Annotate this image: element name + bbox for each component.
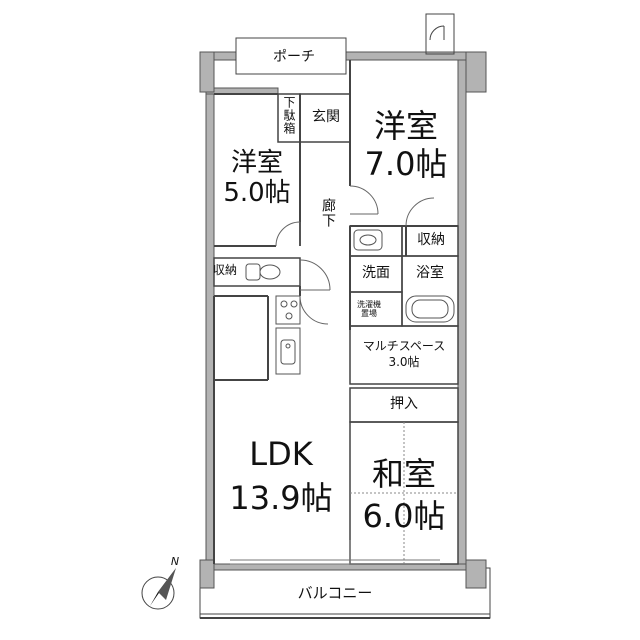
washitsu-size: 6.0帖 <box>362 497 446 535</box>
outer-walls <box>199 51 487 589</box>
hallway-label: 廊下 <box>320 198 336 228</box>
storage-right-label: 収納 <box>417 232 445 248</box>
western-large-size: 7.0帖 <box>364 145 448 183</box>
north-arrow-icon <box>141 568 176 610</box>
kitchen-sink-icon <box>275 327 301 375</box>
balcony-label: バルコニー <box>297 584 373 602</box>
ldk-name: LDK <box>249 435 313 473</box>
multi-space-name: マルチスペース <box>362 339 446 353</box>
western-large-name: 洋室 <box>373 107 438 145</box>
service-door <box>425 13 455 55</box>
bathroom-label: 浴室 <box>416 265 444 281</box>
porch-area <box>235 37 347 75</box>
western-small-size: 5.0帖 <box>223 178 291 208</box>
genkan-label: 玄関 <box>312 109 340 125</box>
tatami-lines <box>350 422 458 564</box>
laundry-label: 洗濯機置場 <box>357 300 381 318</box>
ldk-size: 13.9帖 <box>229 479 333 517</box>
washitsu-label: 和室 6.0帖 <box>352 458 456 532</box>
stove-icon <box>275 295 301 325</box>
sliding-doors <box>230 559 440 565</box>
compass-north-label: N <box>170 555 180 568</box>
balcony-area <box>199 567 491 619</box>
bathtub-icon <box>405 295 455 323</box>
western-large-label: 洋室 7.0帖 <box>356 110 456 180</box>
ldk-label: LDK 13.9帖 <box>214 438 348 514</box>
storage-left-label: 収納 <box>212 263 237 277</box>
western-small-name: 洋室 <box>230 148 283 178</box>
washroom-label: 洗面 <box>362 265 390 281</box>
multi-space-size: 3.0帖 <box>388 355 420 369</box>
western-small-label: 洋室 5.0帖 <box>214 150 300 206</box>
interior-walls <box>213 60 459 565</box>
washitsu-name: 和室 <box>371 455 436 493</box>
oshiire-label: 押入 <box>390 396 418 412</box>
porch-label: ポーチ <box>273 49 315 65</box>
multi-space-label: マルチスペース 3.0帖 <box>350 340 458 368</box>
toilet-icon <box>245 263 281 281</box>
getabako-label: 下駄箱 <box>282 96 296 135</box>
washbasin-icon <box>353 229 383 251</box>
